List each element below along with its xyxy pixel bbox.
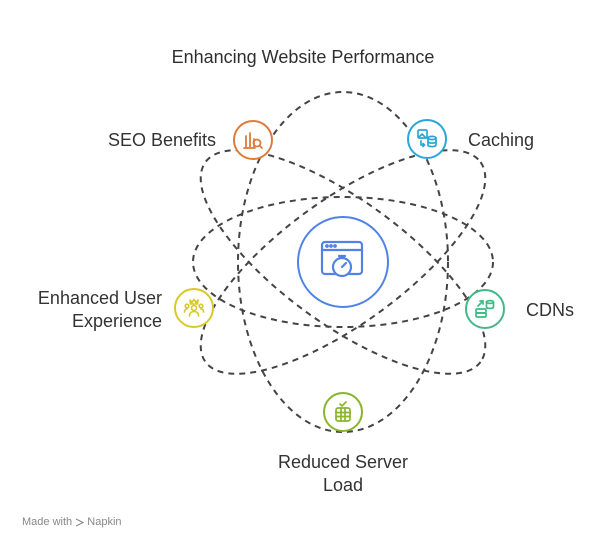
orbit-vertical (237, 91, 449, 433)
node-cdns (465, 289, 505, 329)
label-caching: Caching (468, 130, 535, 150)
orbit-horizontal (192, 196, 494, 328)
center-hub (297, 216, 389, 308)
footer-prefix: Made with (22, 516, 73, 528)
image-database-icon (417, 129, 437, 148)
node-reduced-server-load (323, 392, 363, 432)
browser-stopwatch-icon (320, 240, 364, 278)
footer-credit: Made with Napkin (22, 516, 122, 528)
footer-brand: Napkin (87, 516, 122, 528)
napkin-logo-icon (75, 518, 85, 527)
label-enhanced-user-line1: Enhanced User (37, 288, 162, 308)
node-seo-benefits (233, 120, 273, 160)
label-seo-benefits: SEO Benefits (108, 130, 217, 150)
users-crown-icon (183, 298, 205, 317)
node-caching (407, 119, 447, 159)
node-enhanced-user-experience (174, 288, 214, 328)
label-reduced-server-line2: Load (322, 475, 364, 495)
server-network-icon (475, 299, 495, 318)
label-enhanced-user-experience: Enhanced User Experience (12, 287, 162, 333)
label-reduced-server-load: Reduced Server Load (243, 451, 443, 497)
label-enhanced-user-line2: Experience (71, 311, 162, 331)
label-cdns: CDNs (526, 300, 574, 320)
diagram-title: Enhancing Website Performance (171, 47, 435, 67)
label-reduced-server-line1: Reduced Server (277, 452, 409, 472)
bar-chart-magnifier-icon (243, 132, 263, 149)
orbit-diagonal-b (199, 149, 487, 375)
orbit-diagonal-a (199, 149, 487, 375)
server-check-icon (335, 401, 351, 422)
